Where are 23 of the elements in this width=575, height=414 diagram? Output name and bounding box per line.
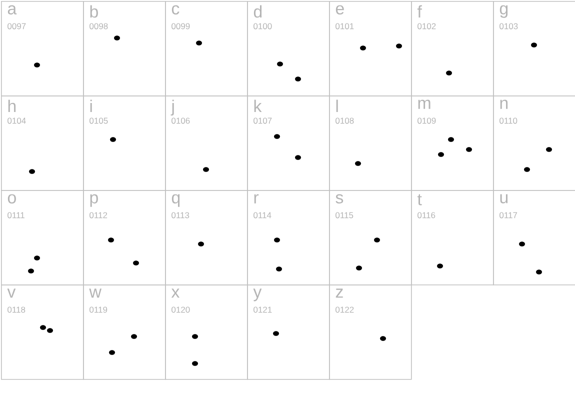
glyph-cell: d 0100 bbox=[247, 1, 330, 96]
glyph-cell: w 0119 bbox=[83, 284, 166, 380]
glyph-cell: s 0115 bbox=[329, 190, 412, 286]
glyph-cell: e 0101 bbox=[329, 1, 412, 96]
glyph-cell: l 0108 bbox=[329, 96, 412, 191]
glyph-cell: c 0099 bbox=[165, 1, 248, 96]
glyph-cell: y 0121 bbox=[247, 284, 330, 380]
glyph-cell: r 0114 bbox=[247, 190, 330, 286]
glyph-cell: z 0122 bbox=[329, 284, 412, 380]
glyph-cell: o 0111 bbox=[1, 190, 84, 286]
glyph-cell: k 0107 bbox=[247, 96, 330, 191]
glyph-cell: b 0098 bbox=[83, 1, 166, 96]
glyph-cell: h 0104 bbox=[1, 96, 84, 191]
glyph-cell: f 0102 bbox=[411, 1, 494, 96]
glyph-cell: q 0113 bbox=[165, 190, 248, 286]
glyph-cell: t 0116 bbox=[411, 190, 494, 286]
glyph-cell: j 0106 bbox=[165, 96, 248, 191]
glyph-cell: v 0118 bbox=[1, 284, 84, 380]
glyph-cell: i 0105 bbox=[83, 96, 166, 191]
glyph-cell: x 0120 bbox=[165, 284, 248, 380]
glyph-cell: m 0109 bbox=[411, 96, 494, 191]
glyph-cell: p 0112 bbox=[83, 190, 166, 286]
glyph-cell: a 0097 bbox=[1, 1, 84, 96]
